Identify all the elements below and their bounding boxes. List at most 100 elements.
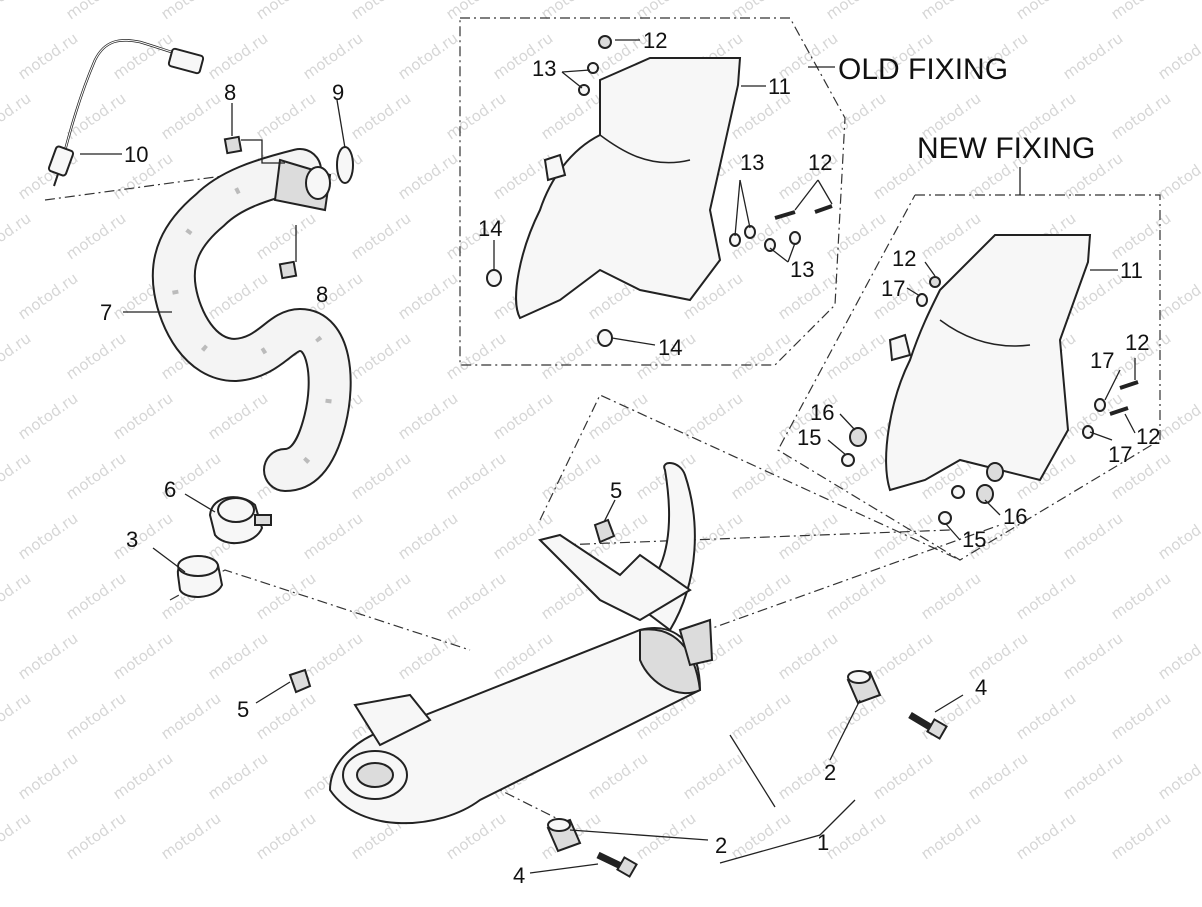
watermark-text: motod.ru <box>538 449 605 503</box>
watermark-text: motod.ru <box>680 749 747 803</box>
callout-3: 3 <box>126 527 138 552</box>
watermark-text: motod.ru <box>0 689 34 743</box>
watermark-text: motod.ru <box>15 509 82 563</box>
watermark-text: motod.ru <box>110 509 177 563</box>
watermark-text: motod.ru <box>395 29 462 83</box>
watermark-text: motod.ru <box>1155 149 1202 203</box>
watermark-text: motod.ru <box>348 329 415 383</box>
watermark-text: motod.ru <box>870 629 937 683</box>
silencer <box>328 462 714 825</box>
old-callout-11: 11 <box>768 74 791 99</box>
header-pipe <box>151 148 352 492</box>
watermark-text: motod.ru <box>15 389 82 443</box>
callout-4: 4 <box>513 863 525 888</box>
watermark-text: motod.ru <box>870 509 937 563</box>
old-callout-12: 12 <box>808 150 832 175</box>
watermark-text: motod.ru <box>0 809 34 863</box>
new-callout-16: 16 <box>810 400 834 425</box>
watermark-text: motod.ru <box>348 209 415 263</box>
watermark-text: motod.ru <box>253 809 320 863</box>
watermark-text: motod.ru <box>823 209 890 263</box>
watermark-text: motod.ru <box>1155 749 1202 803</box>
new-callout-11: 11 <box>1120 258 1143 283</box>
watermark-text: motod.ru <box>538 0 605 23</box>
watermark-text: motod.ru <box>823 329 890 383</box>
new-callout-12: 12 <box>1125 330 1149 355</box>
new-fixing-heading: NEW FIXING <box>917 132 1095 165</box>
watermark-text: motod.ru <box>110 629 177 683</box>
watermark-text: motod.ru <box>348 0 415 23</box>
watermark-text: motod.ru <box>1060 29 1127 83</box>
callout-5: 5 <box>237 697 249 722</box>
watermark-text: motod.ru <box>63 0 130 23</box>
watermark-text: motod.ru <box>253 89 320 143</box>
watermark-text: motod.ru <box>110 29 177 83</box>
watermark-text: motod.ru <box>158 89 225 143</box>
old-callout-13: 13 <box>532 56 556 81</box>
watermark-text: motod.ru <box>63 689 130 743</box>
callout-7: 7 <box>100 300 112 325</box>
watermark-text: motod.ru <box>205 749 272 803</box>
watermark-text: motod.ru <box>0 0 34 23</box>
watermark-text: motod.ru <box>1155 389 1202 443</box>
watermark-text: motod.ru <box>63 449 130 503</box>
new-fixing-boundary <box>777 194 1161 561</box>
watermark-text: motod.ru <box>15 29 82 83</box>
mount-line-b <box>559 529 951 546</box>
watermark-text: motod.ru <box>1060 749 1127 803</box>
watermark-text: motod.ru <box>0 569 34 623</box>
watermark-text: motod.ru <box>585 749 652 803</box>
old-callout-14: 14 <box>478 216 502 241</box>
watermark-text: motod.ru <box>63 209 130 263</box>
callout-5: 5 <box>610 478 622 503</box>
callout-2: 2 <box>824 760 836 785</box>
watermark-text: motod.ru <box>63 89 130 143</box>
watermark-text: motod.ru <box>1013 809 1080 863</box>
callout-10: 10 <box>124 142 148 167</box>
new-callout-17: 17 <box>1108 442 1132 467</box>
watermark-text: motod.ru <box>15 629 82 683</box>
callout-8: 8 <box>224 80 236 105</box>
watermark-text: motod.ru <box>728 0 795 23</box>
watermark-text: motod.ru <box>1108 809 1175 863</box>
watermark-text: motod.ru <box>538 89 605 143</box>
gasket-ring <box>336 146 354 184</box>
watermark-text: motod.ru <box>443 569 510 623</box>
old-fixing-heading: OLD FIXING <box>838 53 1008 86</box>
watermark-text: motod.ru <box>538 329 605 383</box>
watermark-text: motod.ru <box>253 0 320 23</box>
new-callout-12: 12 <box>892 246 916 271</box>
watermark-text: motod.ru <box>1108 209 1175 263</box>
watermark-text: motod.ru <box>918 0 985 23</box>
watermark-text: motod.ru <box>395 509 462 563</box>
watermark-text: motod.ru <box>443 809 510 863</box>
watermark-text: motod.ru <box>158 809 225 863</box>
watermark-text: motod.ru <box>15 269 82 323</box>
watermark-text: motod.ru <box>1013 689 1080 743</box>
watermark-text: motod.ru <box>253 569 320 623</box>
watermark-text: motod.ru <box>63 809 130 863</box>
pipe-clamp <box>208 496 272 545</box>
old-callout-13: 13 <box>790 257 814 282</box>
watermark-text: motod.ru <box>633 809 700 863</box>
manifold-boundary <box>44 174 231 201</box>
watermark-text: motod.ru <box>348 569 415 623</box>
new-callout-12: 12 <box>1136 424 1160 449</box>
watermark-text: motod.ru <box>1155 629 1202 683</box>
watermark-text: motod.ru <box>300 629 367 683</box>
old-callout-14: 14 <box>658 335 682 360</box>
watermark-text: motod.ru <box>0 449 34 503</box>
watermark-text: motod.ru <box>395 629 462 683</box>
watermark-text: motod.ru <box>205 269 272 323</box>
spacers <box>546 670 882 853</box>
watermark-text: motod.ru <box>490 509 557 563</box>
callout-6: 6 <box>164 477 176 502</box>
watermark-text: motod.ru <box>1013 569 1080 623</box>
watermark-text: motod.ru <box>633 0 700 23</box>
heat-shield-new <box>885 234 1092 492</box>
watermark-text: motod.ru <box>490 389 557 443</box>
pipe-sleeve <box>176 555 224 598</box>
watermark-text: motod.ru <box>728 689 795 743</box>
watermark-text: motod.ru <box>110 749 177 803</box>
